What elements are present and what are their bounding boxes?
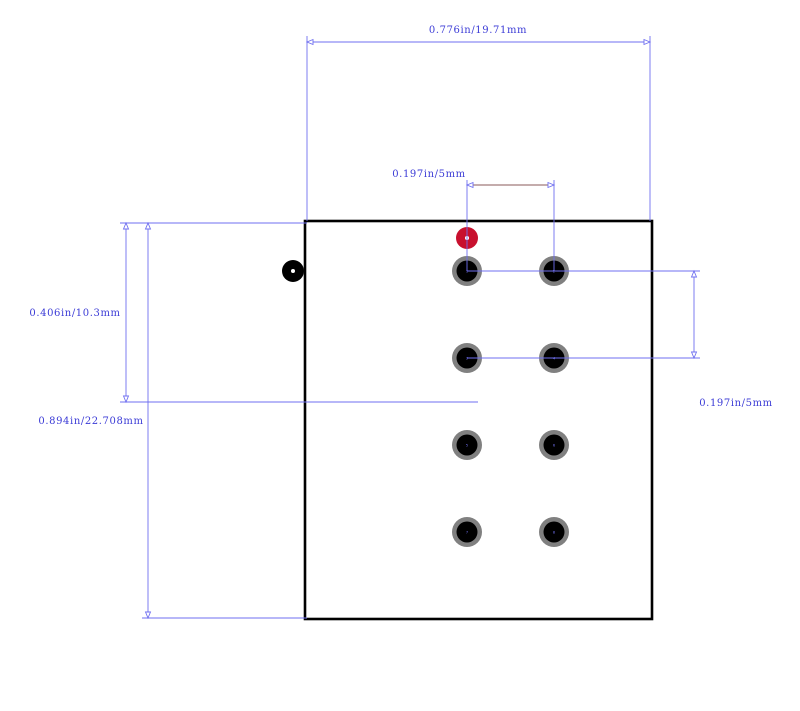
body-outline-red — [304, 220, 653, 620]
pad-group: 1 2 3 4 5 6 7 8 — [452, 256, 569, 547]
pad-number: 7 — [466, 531, 468, 535]
pad-number: 8 — [553, 531, 555, 535]
pin-pitch-vertical-label: 0.197in/5mm — [699, 398, 773, 409]
pad-number: 1 — [466, 270, 468, 274]
pad-5: 5 — [452, 430, 482, 460]
pad-number: 6 — [553, 444, 555, 448]
pin-pitch-horizontal-label: 0.197in/5mm — [392, 169, 466, 180]
body-outline — [303, 219, 654, 621]
pad-hole — [456, 434, 478, 456]
overall-height-label: 0.894in/22.708mm — [38, 416, 143, 427]
pitch-h-arrow-right — [547, 181, 556, 189]
width-arrow-right — [643, 38, 652, 46]
pad-8: 8 — [539, 517, 569, 547]
pad-hole — [543, 521, 565, 543]
pad-number: 5 — [466, 444, 468, 448]
height-arrow-bottom — [144, 611, 152, 620]
orientation-dot-center — [291, 269, 295, 273]
height-arrow-top — [144, 221, 152, 230]
pad-hole — [456, 521, 478, 543]
pitch-v-arrow-bottom — [690, 351, 698, 360]
pad-hole — [543, 434, 565, 456]
offset-arrow-bottom — [122, 395, 130, 404]
pad-number: 2 — [553, 270, 555, 274]
offset-arrow-top — [122, 221, 130, 230]
overall-width-label: 0.776in/19.71mm — [429, 25, 527, 36]
pad-number: 3 — [466, 357, 468, 361]
width-arrow-left — [305, 38, 314, 46]
pitch-v-arrow-top — [690, 269, 698, 278]
pad-6: 6 — [539, 430, 569, 460]
pad-number: 4 — [553, 357, 556, 361]
pad-7: 7 — [452, 517, 482, 547]
body-offset-label: 0.406in/10.3mm — [29, 308, 120, 319]
pitch-h-arrow-left — [465, 181, 474, 189]
